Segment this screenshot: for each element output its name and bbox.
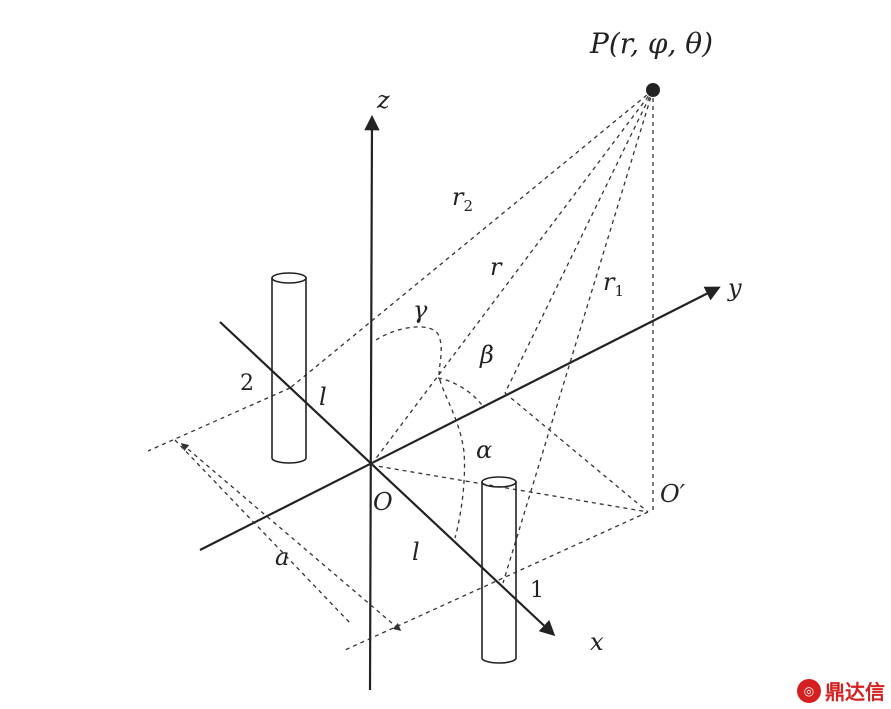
z-axis-label: z (376, 86, 390, 114)
dashed-construction-lines (147, 89, 654, 651)
x-axis-label: x (590, 628, 604, 656)
dipole-1 (481, 476, 517, 664)
origin-prime-label: O′ (660, 480, 686, 508)
dimension-a-arrow (180, 442, 402, 632)
z-axis (364, 114, 380, 691)
watermark-text: 鼎达信 (825, 680, 885, 704)
length-l-top-label: l (319, 383, 327, 411)
gamma-arc (375, 326, 442, 381)
dipole-2-number: 2 (240, 371, 254, 396)
alpha-label: α (476, 436, 492, 464)
x-axis (219, 321, 556, 637)
dipole-2 (271, 272, 307, 464)
r1-label: r1 (603, 268, 624, 300)
length-l-bottom-label: l (412, 538, 420, 566)
point-p-label: P(r, φ, θ) (589, 27, 713, 60)
point-p (646, 83, 660, 97)
alpha-arc (439, 379, 466, 539)
watermark: ◎ 鼎达信 (797, 676, 885, 705)
gamma-label: γ (413, 296, 428, 324)
r2-label: r2 (452, 183, 473, 215)
dingdaxin-logo-icon: ◎ (797, 678, 821, 703)
dipole-1-number: 1 (530, 578, 544, 603)
distance-a-label: a (275, 543, 289, 571)
beta-label: β (479, 341, 494, 369)
origin-label: O (373, 488, 393, 516)
y-axis-label: y (727, 274, 742, 302)
beta-arc (437, 377, 485, 409)
r-label: r (490, 253, 503, 281)
